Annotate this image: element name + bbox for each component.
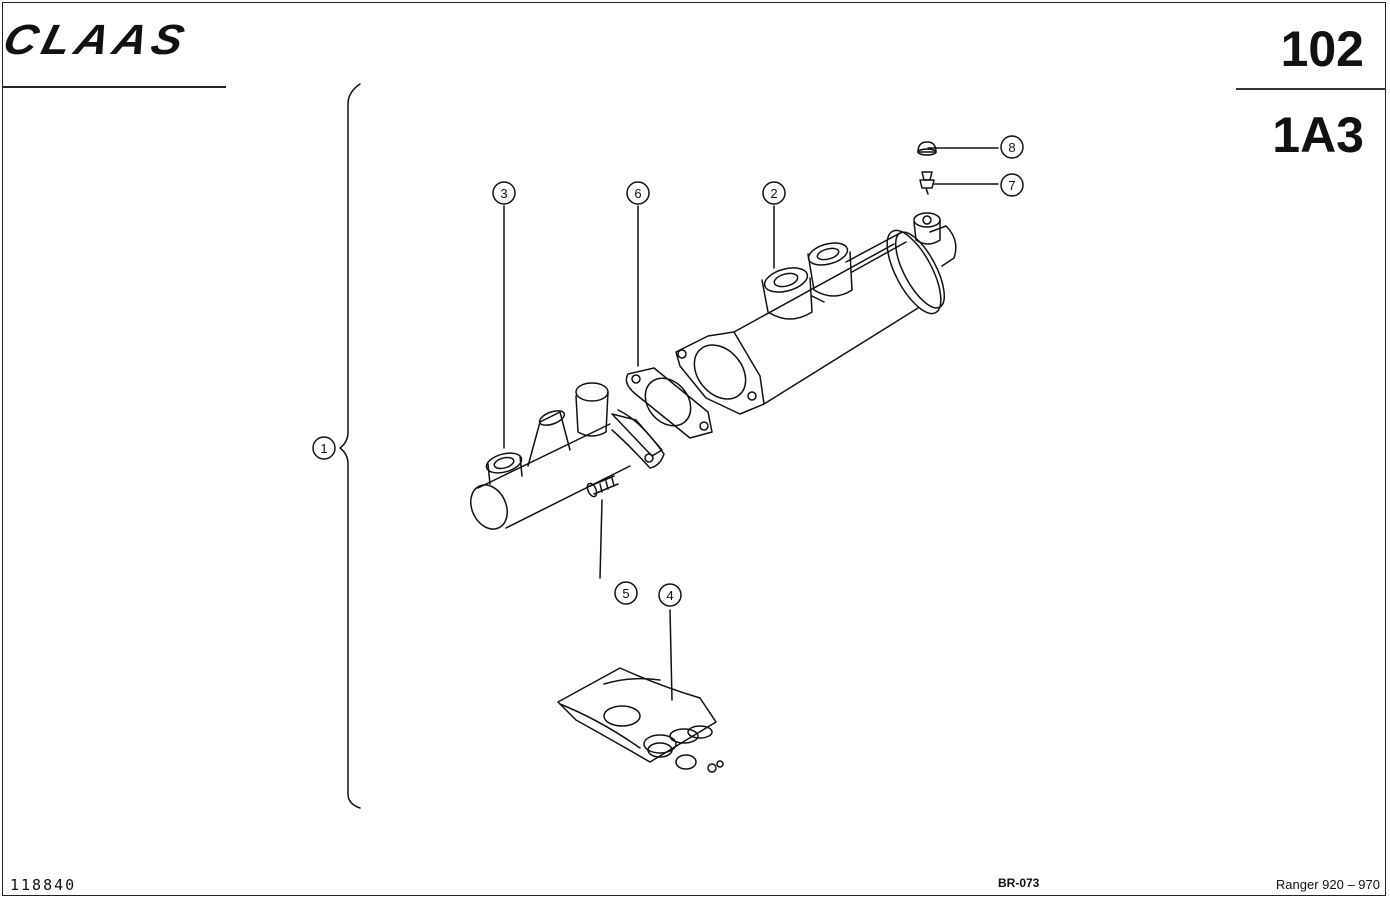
callout-6-label: 6 <box>634 186 641 201</box>
callout-8-circle <box>1000 135 1024 159</box>
bleed-screw <box>919 171 935 195</box>
section-code: 1A3 <box>1272 107 1364 163</box>
gasket <box>625 367 713 439</box>
leader-lines <box>503 147 999 701</box>
seal-kit <box>557 667 724 773</box>
callout-7-label: 7 <box>1008 178 1015 193</box>
callout-2-label: 2 <box>770 186 777 201</box>
cylinder-housing <box>675 212 957 415</box>
callout-1-circle <box>312 436 336 460</box>
callout-1-label: 1 <box>320 441 327 456</box>
page-number: 102 <box>1280 21 1364 77</box>
callout-3-circle <box>492 181 516 205</box>
document-number: 118840 <box>10 876 77 894</box>
callout-circles <box>312 135 1024 607</box>
bolt <box>586 475 619 498</box>
model-range: Ranger 920 – 970 <box>1275 877 1380 892</box>
header-divider <box>1236 88 1386 90</box>
callout-4-circle <box>658 583 682 607</box>
assembly-bracket <box>339 83 361 809</box>
callout-5-label: 5 <box>622 586 629 601</box>
callout-7-circle <box>1000 173 1024 197</box>
callout-3-label: 3 <box>500 186 507 201</box>
logo-divider <box>2 86 226 88</box>
callout-2-circle <box>762 181 786 205</box>
drawing-code: BR-073 <box>998 876 1040 890</box>
callout-8-label: 8 <box>1008 140 1015 155</box>
callout-6-circle <box>626 181 650 205</box>
master-cylinder-body <box>470 382 665 530</box>
callout-5-circle <box>614 581 638 605</box>
callout-4-label: 4 <box>666 588 673 603</box>
